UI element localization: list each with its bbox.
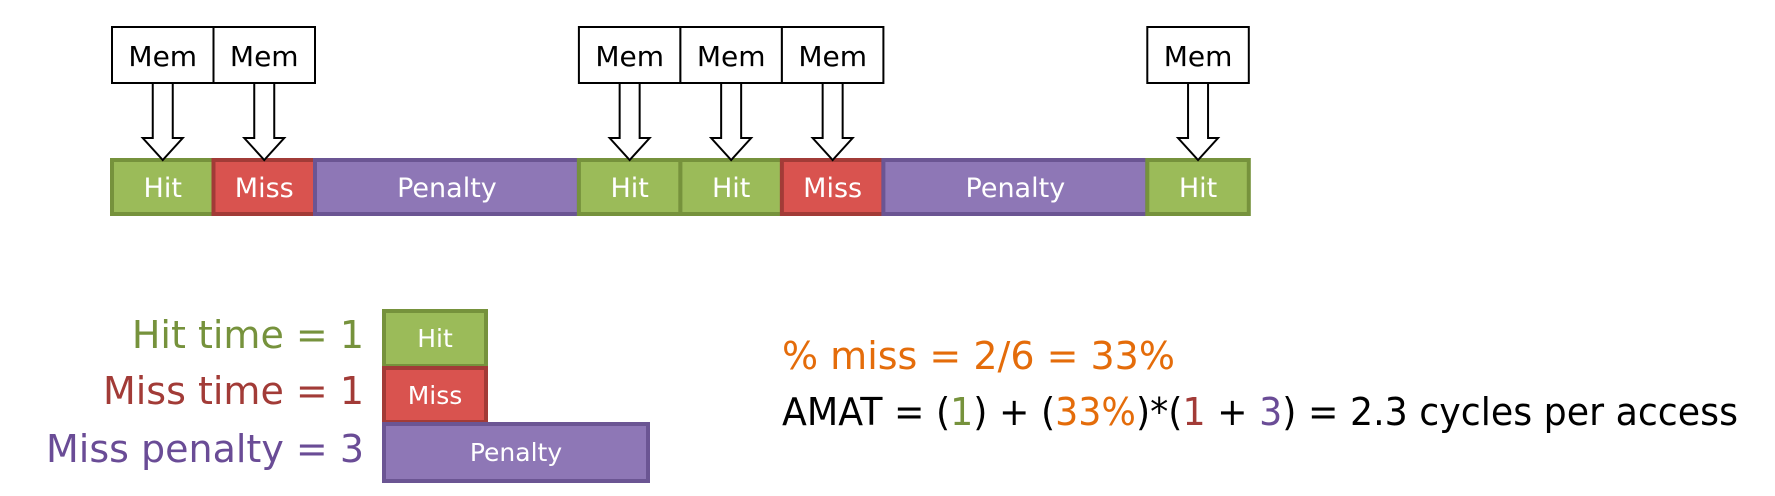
legend-penalty-cell-label: Penalty [470,438,562,467]
amat-hit-term: 1 [950,390,973,434]
mem-box [111,26,215,84]
down-arrow-icon [708,82,754,162]
mem-label: Mem [697,40,766,73]
amat-penalty-term: 3 [1259,390,1282,434]
timeline-cell-label: Hit [144,173,182,204]
down-arrow-icon [810,82,855,162]
mem-label: Mem [798,40,867,73]
amat-mid1: ) + ( [973,390,1055,434]
mem-label: Mem [595,40,664,73]
legend-penalty-cell [382,422,650,483]
miss-rate-line: % miss = 2/6 = 33% [782,334,1175,378]
legend-penalty-label: Miss penalty = 3 [46,427,364,471]
mem-label: Mem [128,40,197,73]
timeline-cell-label: Penalty [397,173,497,204]
mem-label: Mem [1164,40,1233,73]
timeline-cell-label: Penalty [966,173,1066,204]
legend-hit-cell-label: Hit [417,324,453,353]
amat-suffix: ) = 2.3 cycles per access [1282,390,1738,434]
legend-miss-label: Miss time = 1 [103,369,364,413]
legend-miss-cell [382,366,488,424]
mem-box [780,26,885,84]
timeline-cell-hit [678,158,784,216]
timeline-cell-hit [110,158,216,216]
amat-formula: % miss = 2/6 = 33% AMAT = (1) + (33%)*(1… [782,334,1738,434]
timeline-cell-label: Miss [803,173,862,204]
down-arrow-icon [1175,82,1221,162]
timeline-cell-label: Hit [1179,173,1217,204]
timeline-cell-label: Miss [235,173,294,204]
timeline-cell-label: Hit [712,173,750,204]
amat-prefix: AMAT = ( [782,390,950,434]
mem-box [1146,26,1250,84]
legend-hit-label: Hit time = 1 [132,313,364,357]
timeline-cell-penalty [313,158,581,216]
timeline-cell-miss [779,158,886,216]
legend: Hit time = 1 Hit Miss time = 1 Miss Miss… [46,309,650,483]
mem-box [212,26,316,84]
amat-line: AMAT = (1) + (33%)*(1 + 3) = 2.3 cycles … [782,390,1738,434]
amat-miss-pct: 33% [1055,390,1136,434]
timeline-cell-penalty [881,158,1150,216]
amat-mid2: )*( [1136,390,1183,434]
amat-miss-term: 1 [1182,390,1205,434]
timeline-cell-hit [1145,158,1251,216]
down-arrow-icon [140,82,186,162]
timeline-cell-label: Hit [610,173,648,204]
amat-plus: + [1206,390,1260,434]
down-arrow-icon [241,82,287,162]
legend-miss-cell-label: Miss [408,381,463,410]
down-arrow-icon [607,82,652,162]
mem-label: Mem [230,40,299,73]
